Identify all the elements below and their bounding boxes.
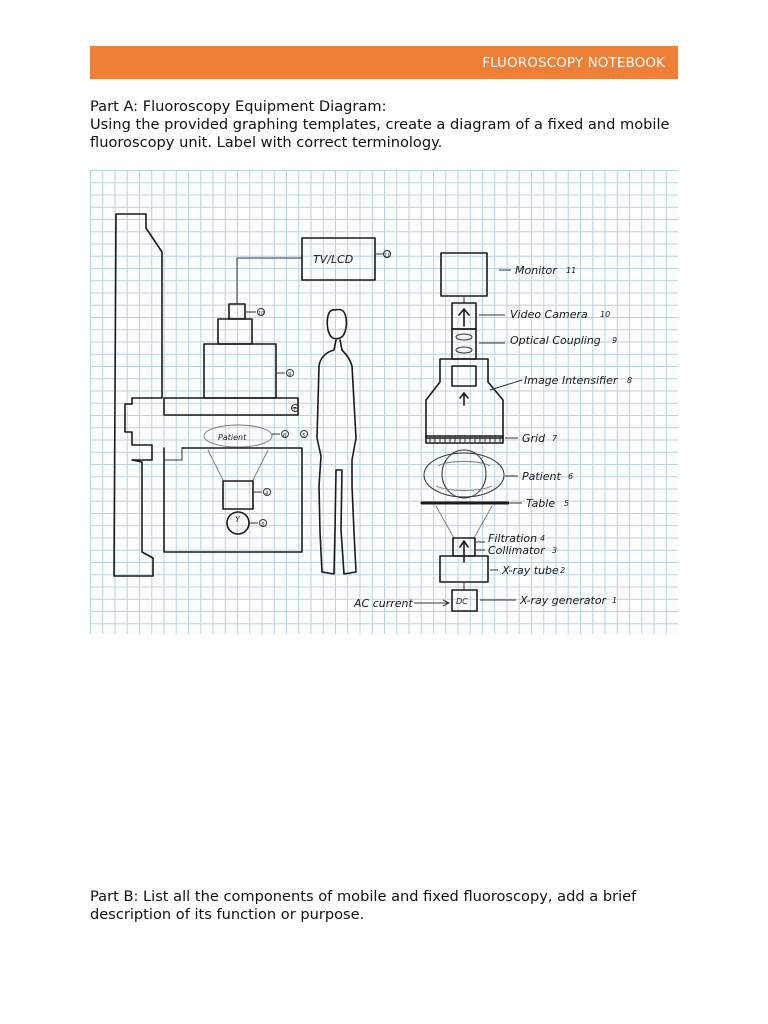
fixed-unit: TV/LCD Patient Y	[113, 213, 391, 577]
person-silhouette	[316, 308, 357, 575]
diagram-drawing: TV/LCD Patient Y	[113, 213, 632, 612]
callout-6: 6	[283, 433, 286, 439]
patient-outline	[203, 424, 273, 448]
callout-7: 7	[293, 407, 297, 413]
housing-notch	[164, 448, 183, 461]
callout-11: 11	[384, 253, 390, 259]
patient-body	[423, 452, 505, 498]
label-monitor: Monitor	[515, 264, 558, 277]
tv-label: TV/LCD	[313, 253, 353, 266]
header-bar: FLUOROSCOPY NOTEBOOK	[90, 46, 678, 79]
label-image-intensifier: Image Intensifier	[524, 374, 619, 387]
label-xray-generator: X-ray generator	[519, 594, 608, 607]
num-xray-tube: 2	[560, 566, 565, 575]
optical-block	[217, 318, 253, 345]
num-filtration: 4	[540, 534, 545, 543]
num-optical-coupling: 9	[612, 336, 617, 345]
part-a-instructions: Using the provided graphing templates, c…	[90, 116, 670, 151]
callout-5: 5	[302, 433, 305, 439]
mobile-leaders	[476, 269, 523, 601]
label-video-camera: Video Camera	[510, 308, 588, 321]
label-collimator: Collimator	[488, 544, 546, 557]
mobile-labels: Monitor 11 Video Camera 10 Optical Coupl…	[488, 264, 632, 607]
output-phosphor	[451, 365, 477, 387]
fixed-callout-numbers: 11 10 9 7 6 5 4 3	[258, 253, 390, 528]
fixed-callouts	[246, 250, 391, 527]
generator-label: DC	[456, 597, 468, 606]
part-a-section: Part A: Fluoroscopy Equipment Diagram: U…	[90, 98, 678, 152]
part-b-section: Part B: List all the components of mobil…	[90, 888, 678, 924]
label-filtration: Filtration	[488, 532, 537, 545]
num-video-camera: 10	[600, 310, 610, 319]
camera-cable	[236, 257, 302, 304]
callout-9: 9	[288, 372, 291, 378]
notebook-title: FLUOROSCOPY NOTEBOOK	[482, 55, 665, 71]
mobile-unit: DC AC current Monitor	[353, 252, 632, 612]
num-image-intensifier: 8	[627, 376, 632, 385]
label-optical-coupling: Optical Coupling	[510, 334, 601, 347]
part-a-heading: Part A: Fluoroscopy Equipment Diagram:	[90, 98, 387, 115]
num-grid: 7	[552, 434, 558, 443]
label-grid: Grid	[522, 432, 546, 445]
part-b-text: Part B: List all the components of mobil…	[90, 888, 637, 923]
num-patient: 6	[568, 472, 573, 481]
under-table-housing	[163, 447, 303, 553]
tube-mark: Y	[235, 515, 241, 524]
num-table: 5	[564, 499, 569, 508]
xray-beam	[207, 449, 269, 483]
label-xray-tube: X-ray tube	[501, 564, 559, 577]
collimator-box	[222, 480, 254, 510]
support-column	[113, 213, 163, 577]
tv-box	[301, 237, 376, 281]
image-arm	[163, 397, 299, 416]
intensifier-block	[203, 343, 277, 399]
num-xray-generator: 1	[612, 596, 617, 605]
ac-current-label: AC current	[353, 597, 414, 610]
equipment-diagram: TV/LCD Patient Y	[90, 170, 678, 634]
num-monitor: 11	[566, 266, 576, 275]
camera-block	[228, 303, 246, 320]
generator-box	[451, 589, 478, 612]
num-collimator: 3	[552, 546, 557, 555]
label-table: Table	[526, 497, 555, 510]
label-patient: Patient	[522, 470, 561, 483]
callout-10: 10	[258, 311, 264, 317]
monitor-box	[440, 252, 488, 297]
patient-label: Patient	[218, 433, 247, 442]
callout-4: 4	[265, 491, 268, 497]
callout-3: 3	[261, 522, 264, 528]
